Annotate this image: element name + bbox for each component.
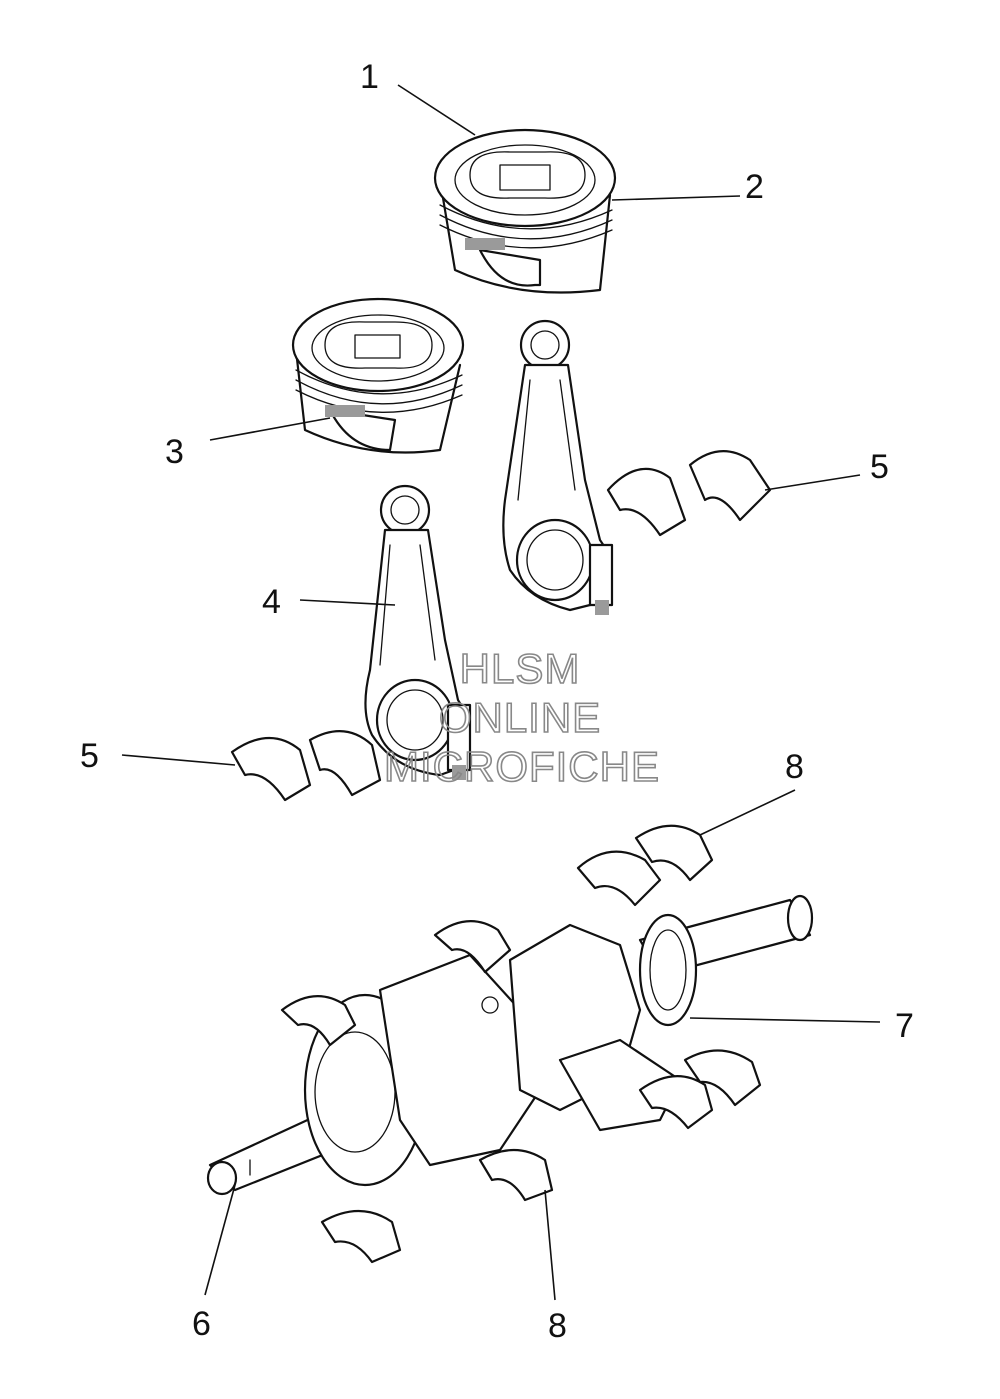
crankshaft	[206, 894, 814, 1196]
connecting-rod-lower	[364, 484, 472, 780]
leader-lines	[121, 84, 881, 1301]
callout-3: 3	[165, 433, 184, 471]
leader-6	[204, 1184, 236, 1296]
rod-bearing-shells-upper	[606, 450, 772, 537]
leader-7	[689, 1017, 881, 1023]
callout-2: 2	[745, 168, 764, 206]
main-bearing-shells-lower	[280, 920, 762, 1264]
leader-8a	[699, 789, 796, 836]
callout-5-right: 5	[870, 448, 889, 486]
leader-8b	[544, 1189, 556, 1301]
main-bearing-shells-upper	[576, 824, 714, 907]
rod-bearing-shells-lower	[230, 730, 382, 802]
watermark-line-3: MICROFICHE	[384, 743, 660, 790]
callout-6: 6	[192, 1305, 211, 1343]
callouts: 1 2 3 4 5 5 6 7 8 8	[80, 58, 914, 1345]
leader-2	[611, 195, 741, 201]
callout-8-bottom: 8	[548, 1307, 567, 1345]
watermark: HLSM ONLINE MICROFICHE	[383, 644, 660, 791]
leader-5a	[764, 474, 861, 491]
leader-5b	[121, 754, 236, 766]
piston-lower	[291, 297, 465, 454]
callout-1: 1	[360, 58, 379, 96]
leader-3	[209, 417, 331, 441]
callout-7: 7	[895, 1007, 914, 1045]
watermark-line-1: HLSM	[460, 645, 581, 692]
callout-4: 4	[262, 583, 281, 621]
piston-upper	[433, 128, 617, 294]
leader-1	[397, 84, 476, 136]
leader-4	[299, 599, 396, 606]
connecting-rod-upper	[502, 319, 614, 615]
callout-8-top: 8	[785, 748, 804, 786]
watermark-line-2: ONLINE	[439, 694, 601, 741]
callout-5-left: 5	[80, 737, 99, 775]
